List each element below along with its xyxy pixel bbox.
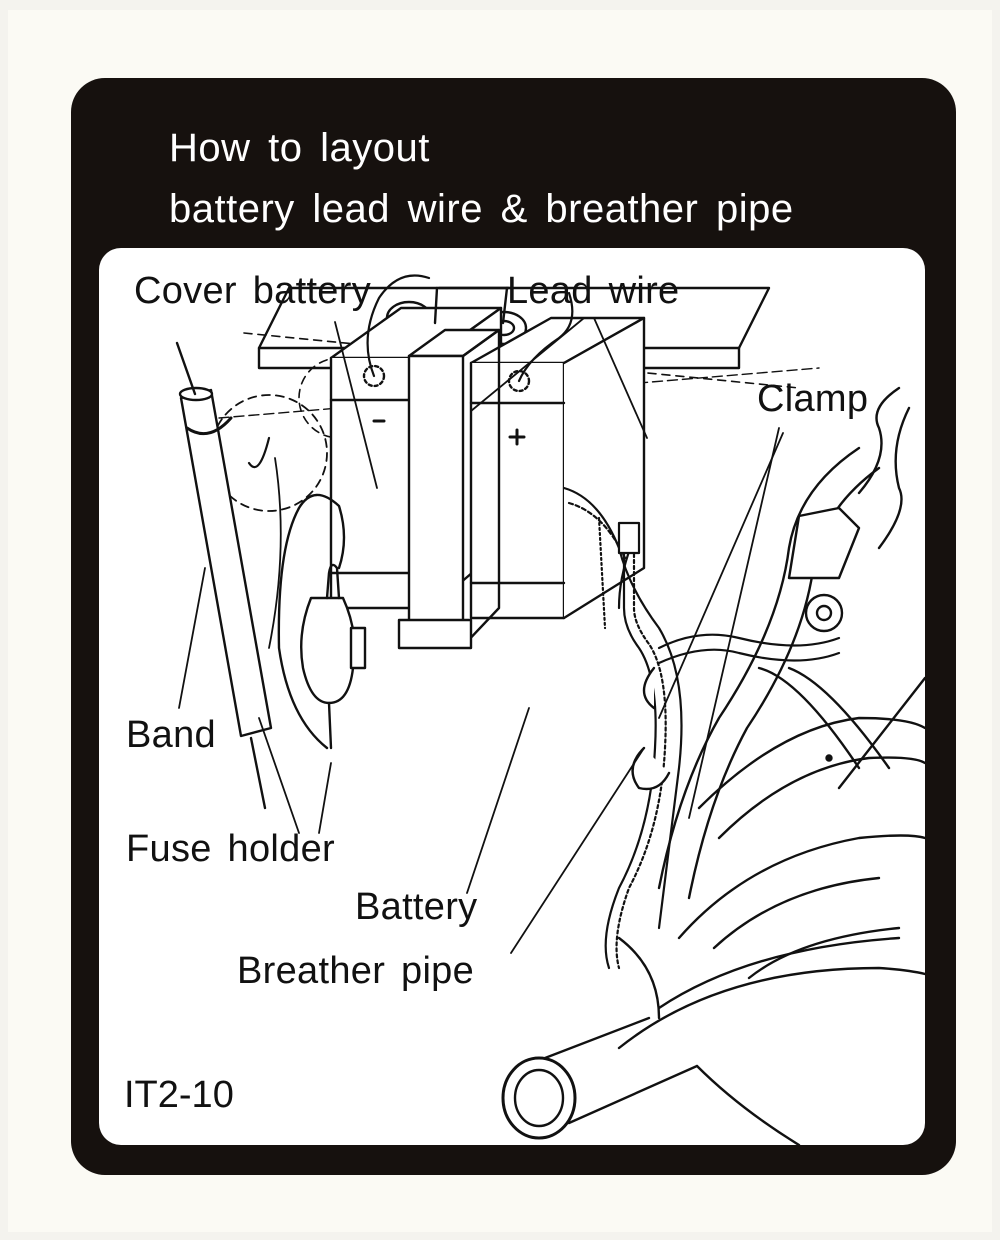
leader-lines — [178, 317, 784, 954]
decal-title: How to layout battery lead wire & breath… — [169, 118, 794, 240]
diagram-area: Cover battery Lead wire Clamp Band Fuse … — [99, 248, 925, 1145]
label-band: Band — [126, 714, 216, 756]
decal-sticker: How to layout battery lead wire & breath… — [8, 10, 992, 1232]
label-breather-pipe: Breather pipe — [237, 950, 475, 992]
battery — [329, 306, 646, 620]
frame-tube-left — [175, 341, 273, 810]
label-lead-wire: Lead wire — [507, 270, 680, 312]
terminal-marks — [372, 419, 526, 446]
label-battery: Battery — [355, 886, 478, 928]
battery-layout-diagram — [175, 274, 925, 1145]
battery-cover-strap — [397, 286, 511, 650]
part-code: IT2-10 — [124, 1074, 234, 1116]
label-fuse-holder: Fuse holder — [126, 828, 335, 870]
fuse-holder — [268, 457, 367, 750]
label-clamp: Clamp — [757, 378, 869, 420]
rear-frame — [617, 386, 925, 1050]
frame-tube-bottom — [501, 936, 801, 1145]
title-line-1: How to layout — [169, 126, 430, 170]
breather-pipe — [597, 516, 667, 970]
title-line-2: battery lead wire & breather pipe — [169, 187, 794, 231]
decal-panel: How to layout battery lead wire & breath… — [71, 78, 956, 1175]
label-cover-battery: Cover battery — [134, 270, 371, 312]
